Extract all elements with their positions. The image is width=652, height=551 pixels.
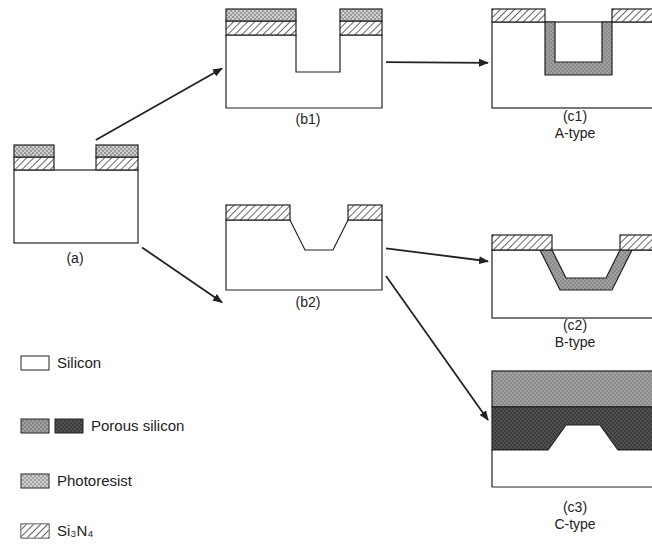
process-stage: (b2): [222, 200, 386, 315]
legend-swatch-box: [20, 523, 50, 539]
stage-label: (b1): [296, 111, 321, 128]
stage-caption: (b1): [296, 111, 321, 128]
stage-caption: (a): [66, 250, 83, 267]
stage-caption: (b2): [296, 294, 321, 311]
swatch-texture: [22, 419, 49, 432]
legend-label: Si₃N₄: [57, 522, 93, 539]
legend-swatch-box: [20, 418, 84, 434]
legend-swatch: [21, 419, 49, 433]
stage-label: (c3): [554, 499, 595, 516]
process-arrow: [386, 61, 488, 63]
process-arrow: [96, 69, 222, 141]
process-stage: (c1)A-type: [488, 5, 652, 146]
legend-row: Photoresist: [20, 472, 132, 489]
process-stage: (c2)B-type: [488, 230, 652, 355]
legend-label: Photoresist: [57, 472, 132, 489]
stage-caption: (c2)B-type: [555, 317, 595, 351]
type-label: C-type: [554, 516, 595, 533]
legend-row: Si₃N₄: [20, 522, 93, 539]
legend-swatch-dark: [55, 419, 83, 433]
legend-swatch: [21, 356, 49, 370]
legend-swatch: [21, 474, 49, 488]
process-stage: (c3)C-type: [488, 365, 652, 537]
legend-row: Silicon: [20, 354, 101, 371]
stage-label: (c2): [555, 317, 595, 334]
legend-row: Porous silicon: [20, 417, 184, 434]
legend-swatch-box: [20, 473, 50, 489]
stage-label: (b2): [296, 294, 321, 311]
legend-label: Silicon: [57, 354, 101, 371]
process-arrow: [386, 276, 488, 420]
stage-label: (a): [66, 250, 83, 267]
process-arrow: [386, 248, 488, 261]
stage-caption: (c3)C-type: [554, 499, 595, 533]
legend-label: Porous silicon: [91, 417, 184, 434]
type-label: B-type: [555, 334, 595, 351]
type-label: A-type: [555, 125, 595, 142]
legend-swatch-box: [20, 355, 50, 371]
legend-swatch: [21, 524, 49, 538]
swatch-texture: [22, 524, 49, 537]
stage-label: (c1): [555, 108, 595, 125]
process-stage: (a): [10, 140, 142, 271]
process-stage: (b1): [222, 5, 386, 132]
process-arrow: [142, 247, 222, 302]
stage-caption: (c1)A-type: [555, 108, 595, 142]
swatch-texture: [22, 474, 49, 487]
